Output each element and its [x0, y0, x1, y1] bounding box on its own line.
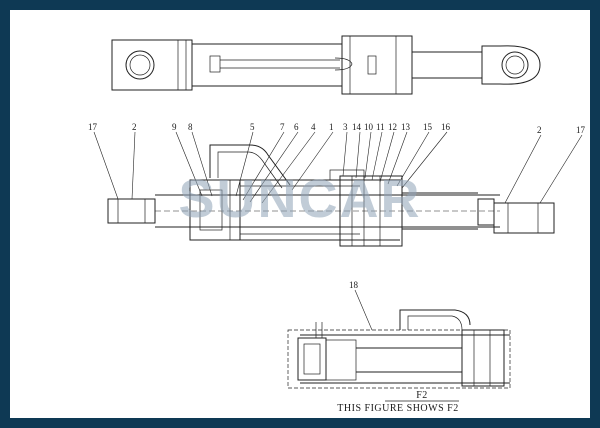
part-label-13: 13: [401, 122, 411, 132]
part-label-8: 8: [188, 122, 193, 132]
right-bushing: [493, 202, 555, 234]
piston-rod: [411, 51, 483, 79]
part-label-2-left: 2: [132, 122, 137, 132]
piston: [189, 179, 241, 241]
detail-boundary: [287, 329, 511, 389]
part-label-15: 15: [423, 122, 433, 132]
cylinder-gland: [339, 175, 403, 247]
part-label-17-right: 17: [576, 125, 586, 135]
watermark-logo: SUNCAR: [178, 169, 421, 229]
part-label-10: 10: [364, 122, 374, 132]
part-label-14: 14: [352, 122, 362, 132]
left-bushing: [107, 198, 156, 224]
cylinder-bottom-block: [111, 39, 193, 91]
hydraulic-pipe: [209, 144, 291, 186]
part-label-17-left: 17: [88, 122, 98, 132]
part-label-3: 3: [343, 122, 348, 132]
part-label-2-right: 2: [537, 125, 542, 135]
part-label-6: 6: [294, 122, 299, 132]
cylinder-bottom-eye: [125, 50, 155, 80]
rod-end-eye: [481, 45, 541, 85]
leader-lines: [93, 131, 583, 331]
cylinder-section: [107, 144, 555, 247]
cylinder-tube: [191, 43, 343, 87]
figure-id: F2: [416, 390, 428, 401]
detail-f2: [287, 309, 511, 389]
part-label-12: 12: [388, 122, 397, 132]
cylinder-overview: [111, 35, 541, 95]
part-label-16: 16: [441, 122, 451, 132]
part-label-7: 7: [280, 122, 285, 132]
part-label-18: 18: [349, 280, 359, 290]
part-label-11: 11: [376, 122, 385, 132]
part-label-9: 9: [172, 122, 177, 132]
part-label-5: 5: [250, 122, 255, 132]
part-labels: 17 2 9 8 5 7 6 4 1 3 14 10 11 12 13 15 1…: [88, 122, 586, 290]
cylinder-head: [341, 35, 413, 95]
figure-caption: THIS FIGURE SHOWS F2: [337, 403, 458, 414]
part-label-4: 4: [311, 122, 316, 132]
part-label-1: 1: [329, 122, 334, 132]
